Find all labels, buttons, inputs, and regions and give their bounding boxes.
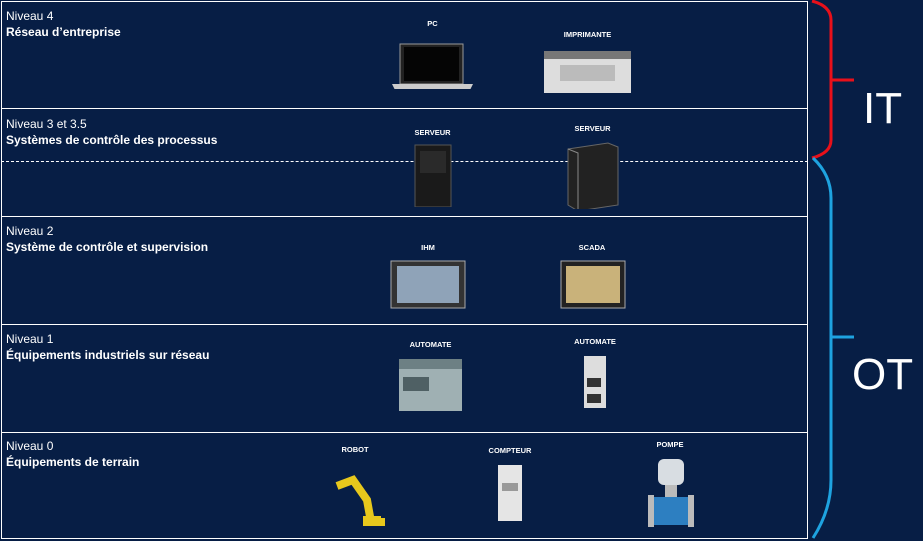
scada-screen-icon bbox=[560, 260, 626, 309]
level-title: Équipements de terrain bbox=[6, 455, 140, 469]
level-number: Niveau 3 et 3.5 bbox=[6, 117, 87, 131]
device-server-1: SERVEUR bbox=[405, 128, 460, 209]
device-plc-2: AUTOMATE bbox=[565, 337, 625, 412]
it-brace bbox=[811, 0, 854, 160]
device-pump: POMPE bbox=[640, 440, 700, 533]
server-icon bbox=[414, 144, 452, 208]
ot-label: OT bbox=[852, 350, 914, 399]
device-label: IHM bbox=[421, 243, 435, 252]
level-0: Niveau 0 Équipements de terrain bbox=[6, 438, 139, 470]
level-title: Équipements industriels sur réseau bbox=[6, 348, 210, 362]
level-title: Systèmes de contrôle des processus bbox=[6, 133, 218, 147]
device-label: PC bbox=[427, 19, 438, 28]
device-label: COMPTEUR bbox=[488, 446, 532, 455]
level-4: Niveau 4 Réseau d’entreprise bbox=[6, 8, 121, 40]
flowmeter-icon bbox=[648, 459, 694, 527]
laptop-icon bbox=[392, 43, 473, 90]
robot-arm-icon bbox=[335, 475, 385, 526]
level-number: Niveau 2 bbox=[6, 224, 54, 238]
device-label: SCADA bbox=[578, 243, 606, 252]
device-label: AUTOMATE bbox=[574, 337, 616, 346]
device-scada: SCADA bbox=[556, 243, 628, 312]
device-server-2: SERVEUR bbox=[560, 124, 625, 212]
device-label: POMPE bbox=[656, 440, 684, 449]
energy-meter-icon bbox=[498, 465, 522, 521]
device-printer: IMPRIMANTE bbox=[540, 30, 635, 97]
row-divider bbox=[1, 432, 808, 433]
row-divider bbox=[1, 324, 808, 325]
level-2: Niveau 2 Système de contrôle et supervisi… bbox=[6, 223, 208, 255]
device-robot: ROBOT bbox=[325, 445, 385, 530]
level-number: Niveau 0 bbox=[6, 439, 54, 453]
level-number: Niveau 1 bbox=[6, 332, 54, 346]
device-meter: COMPTEUR bbox=[485, 446, 535, 525]
plc-icon bbox=[399, 359, 462, 411]
hmi-panel-icon bbox=[390, 260, 466, 309]
device-label: SERVEUR bbox=[414, 128, 451, 137]
device-label: AUTOMATE bbox=[409, 340, 452, 349]
printer-icon bbox=[544, 51, 631, 93]
levels-frame bbox=[1, 1, 808, 539]
device-label: IMPRIMANTE bbox=[563, 30, 612, 39]
device-plc-1: AUTOMATE bbox=[393, 340, 468, 415]
it-ot-boundary bbox=[1, 161, 808, 162]
level-title: Système de contrôle et supervision bbox=[6, 240, 209, 254]
level-title: Réseau d’entreprise bbox=[6, 25, 121, 39]
row-divider bbox=[1, 108, 808, 109]
it-label: IT bbox=[863, 84, 903, 133]
device-hmi: IHM bbox=[388, 243, 468, 312]
device-label: ROBOT bbox=[341, 445, 369, 454]
level-1: Niveau 1 Équipements industriels sur rése… bbox=[6, 331, 209, 363]
level-number: Niveau 4 bbox=[6, 9, 54, 23]
server-icon bbox=[567, 142, 619, 212]
device-label: SERVEUR bbox=[574, 124, 611, 133]
device-pc: PC bbox=[390, 19, 475, 91]
ot-brace bbox=[811, 156, 854, 539]
plc-module-icon bbox=[584, 356, 606, 408]
row-divider bbox=[1, 216, 808, 217]
